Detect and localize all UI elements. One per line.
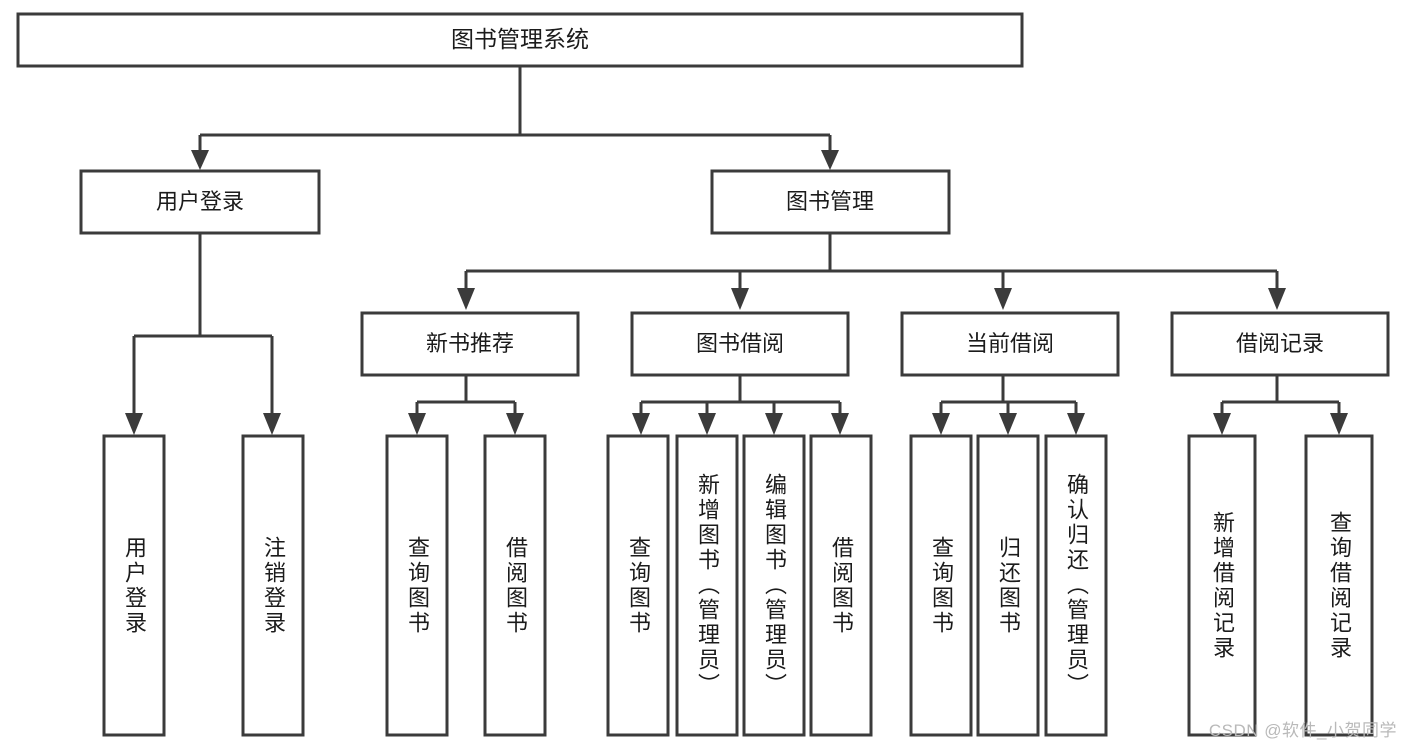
leaf-box-borrow-book-2[interactable] — [809, 434, 873, 737]
connector-userlogin-to-leaves — [125, 233, 281, 435]
leaf-box-add-record[interactable] — [1187, 434, 1257, 737]
csdn-watermark: CSDN @软件_小贺同学 — [1208, 721, 1397, 740]
leaf-box-user-login[interactable] — [102, 434, 166, 737]
leaf-box-edit-book[interactable] — [742, 434, 806, 737]
connector-borrowrecord-to-leaves — [1213, 375, 1348, 435]
connector-bookmgmt-to-level3 — [457, 233, 1286, 310]
node-new-book-recommend[interactable]: 新书推荐 — [360, 311, 580, 377]
node-root-system[interactable]: 图书管理系统 — [16, 12, 1024, 68]
leaf-box-query-record[interactable] — [1304, 434, 1374, 737]
connector-root-to-level2 — [191, 66, 839, 170]
leaf-box-return-book[interactable] — [976, 434, 1040, 737]
leaf-box-query-book-2[interactable] — [606, 434, 670, 737]
node-borrow-record-label: 借阅记录 — [1236, 331, 1324, 356]
node-current-borrow-label: 当前借阅 — [966, 331, 1054, 356]
node-user-login-label: 用户登录 — [156, 189, 244, 214]
node-root-system-label: 图书管理系统 — [451, 26, 589, 52]
node-book-management[interactable]: 图书管理 — [710, 169, 951, 235]
node-borrow-record[interactable]: 借阅记录 — [1170, 311, 1390, 377]
node-new-book-recommend-label: 新书推荐 — [426, 331, 514, 356]
leaf-box-query-book-1[interactable] — [385, 434, 449, 737]
node-current-borrow[interactable]: 当前借阅 — [900, 311, 1120, 377]
leaf-box-query-book-3[interactable] — [909, 434, 973, 737]
leaf-box-logout[interactable] — [241, 434, 305, 737]
leaf-box-confirm-return[interactable] — [1044, 434, 1108, 737]
connector-newbook-to-leaves — [408, 375, 524, 435]
node-book-borrow[interactable]: 图书借阅 — [630, 311, 850, 377]
leaf-box-borrow-book-1[interactable] — [483, 434, 547, 737]
connector-bookborrow-to-leaves — [632, 375, 849, 435]
node-book-management-label: 图书管理 — [786, 189, 874, 214]
node-book-borrow-label: 图书借阅 — [696, 331, 784, 356]
connector-currentborrow-to-leaves — [932, 375, 1085, 435]
leaf-box-add-book[interactable] — [675, 434, 739, 737]
node-user-login[interactable]: 用户登录 — [79, 169, 321, 235]
